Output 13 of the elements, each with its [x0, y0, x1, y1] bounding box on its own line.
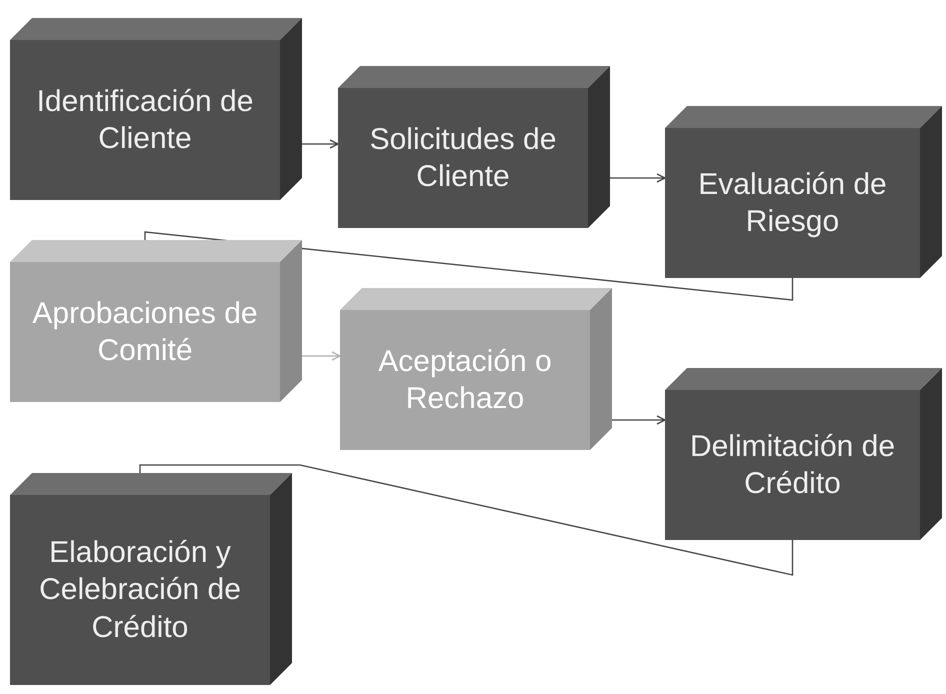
block-label: Aprobaciones de Comité	[31, 296, 259, 369]
connector-line	[610, 173, 666, 183]
connector-line	[302, 139, 339, 149]
connector-line	[302, 351, 341, 361]
connector-line	[139, 464, 794, 576]
block-label: Delimitación de Crédito	[688, 428, 896, 502]
block-label: Evaluación de Riesgo	[697, 166, 888, 240]
block-label: Identificación de Cliente	[36, 84, 254, 157]
block-label: Aceptación o Rechazo	[377, 344, 553, 417]
block-label: Elaboración y Celebración de Crédito	[38, 534, 242, 646]
connector-line	[612, 415, 666, 425]
connector-line	[144, 231, 794, 301]
block-label: Solicitudes de Cliente	[368, 122, 558, 195]
